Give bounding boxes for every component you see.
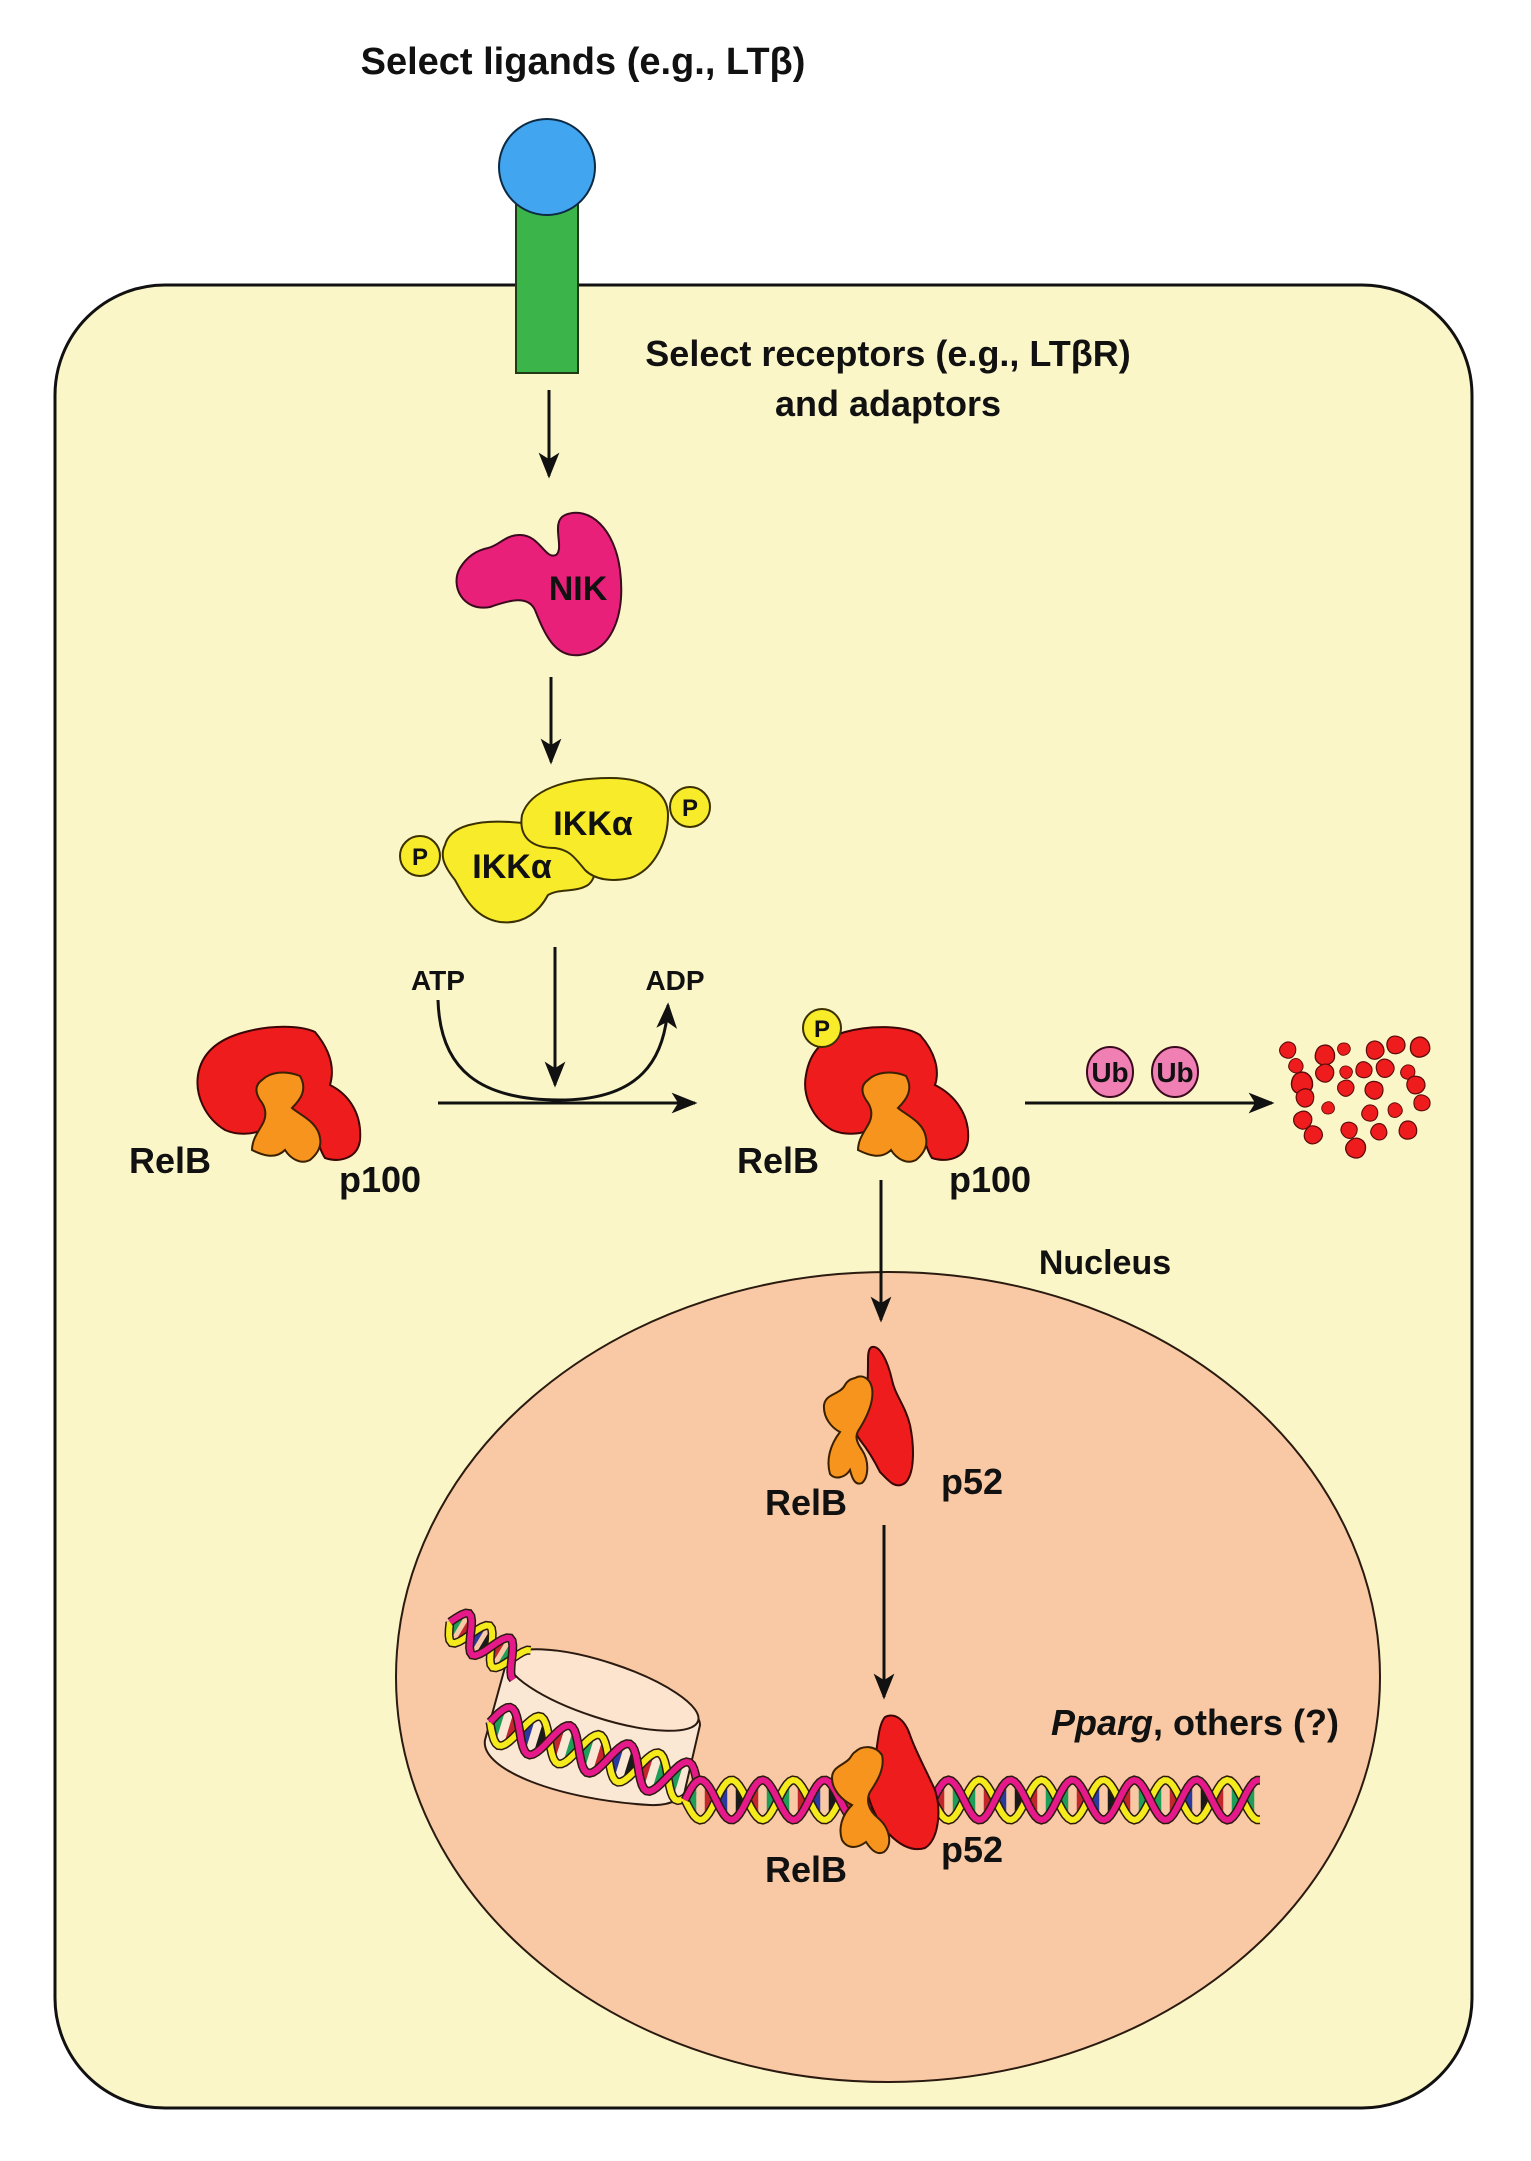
ikk-alpha-right-label: IKKα [553,805,633,843]
atp-label: ATP [411,965,465,996]
relb-dna-protein [830,1746,891,1854]
p100-label-2: p100 [949,1159,1031,1200]
phospho-left-label: P [412,844,428,871]
gene-name-pparg: Pparg [1051,1702,1153,1743]
relb-nuclear-protein [822,1375,874,1485]
gene-name-others: , others (?) [1153,1702,1339,1743]
phospho-right-label: P [682,795,698,822]
ikk-alpha-left-label: IKKα [472,848,552,886]
phospho-p100-label: P [814,1016,830,1043]
nik-label: NIK [549,570,608,608]
relb-label-1: RelB [129,1140,211,1181]
nucleus-label: Nucleus [1039,1244,1171,1282]
phospho-p100 [802,1008,842,1048]
ikk-alpha-right [520,776,670,881]
ubiquitin-2-label: Ub [1156,1057,1193,1088]
target-genes-label: Pparg, others (?) [1051,1702,1339,1743]
relb-p100-complex [196,1025,362,1163]
atp-adp-curve [436,999,678,1102]
receptor-label-line1: Select receptors (e.g., LTβR) [645,333,1130,374]
dna-strand-yellow [682,1776,1260,1824]
dna-strand-magenta [487,1704,700,1795]
relb-protein [250,1071,322,1163]
relb-label-4: RelB [765,1849,847,1890]
fragment [1413,1094,1431,1112]
relb-phospho-protein [856,1071,928,1163]
phospho-left [399,835,441,877]
receptor [515,197,579,374]
nik-protein [455,511,623,657]
relb-p52-dna-complex [830,1714,940,1854]
ligand-title: Select ligands (e.g., LTβ) [361,41,806,83]
ubiquitin-2 [1151,1046,1199,1098]
p52-label-1: p52 [941,1461,1003,1502]
relb-label-3: RelB [765,1482,847,1523]
dna-strand-magenta [682,1776,1260,1824]
ubiquitin-1 [1086,1046,1134,1098]
dna [444,1608,1260,1825]
receptor-label-line2: and adaptors [775,383,1001,424]
p100-label-1: p100 [339,1159,421,1200]
ligand [498,118,596,216]
p52-label-2: p52 [941,1829,1003,1870]
relb-p52-complex [822,1345,914,1487]
dna-strand-yellow [487,1713,696,1804]
ubiquitin-1-label: Ub [1091,1057,1128,1088]
dna-strand-magenta [448,1610,516,1682]
relb-p100-phospho-complex [804,1026,970,1163]
relb-label-2: RelB [737,1140,819,1181]
phospho-right [669,786,711,828]
adp-label: ADP [645,965,704,996]
